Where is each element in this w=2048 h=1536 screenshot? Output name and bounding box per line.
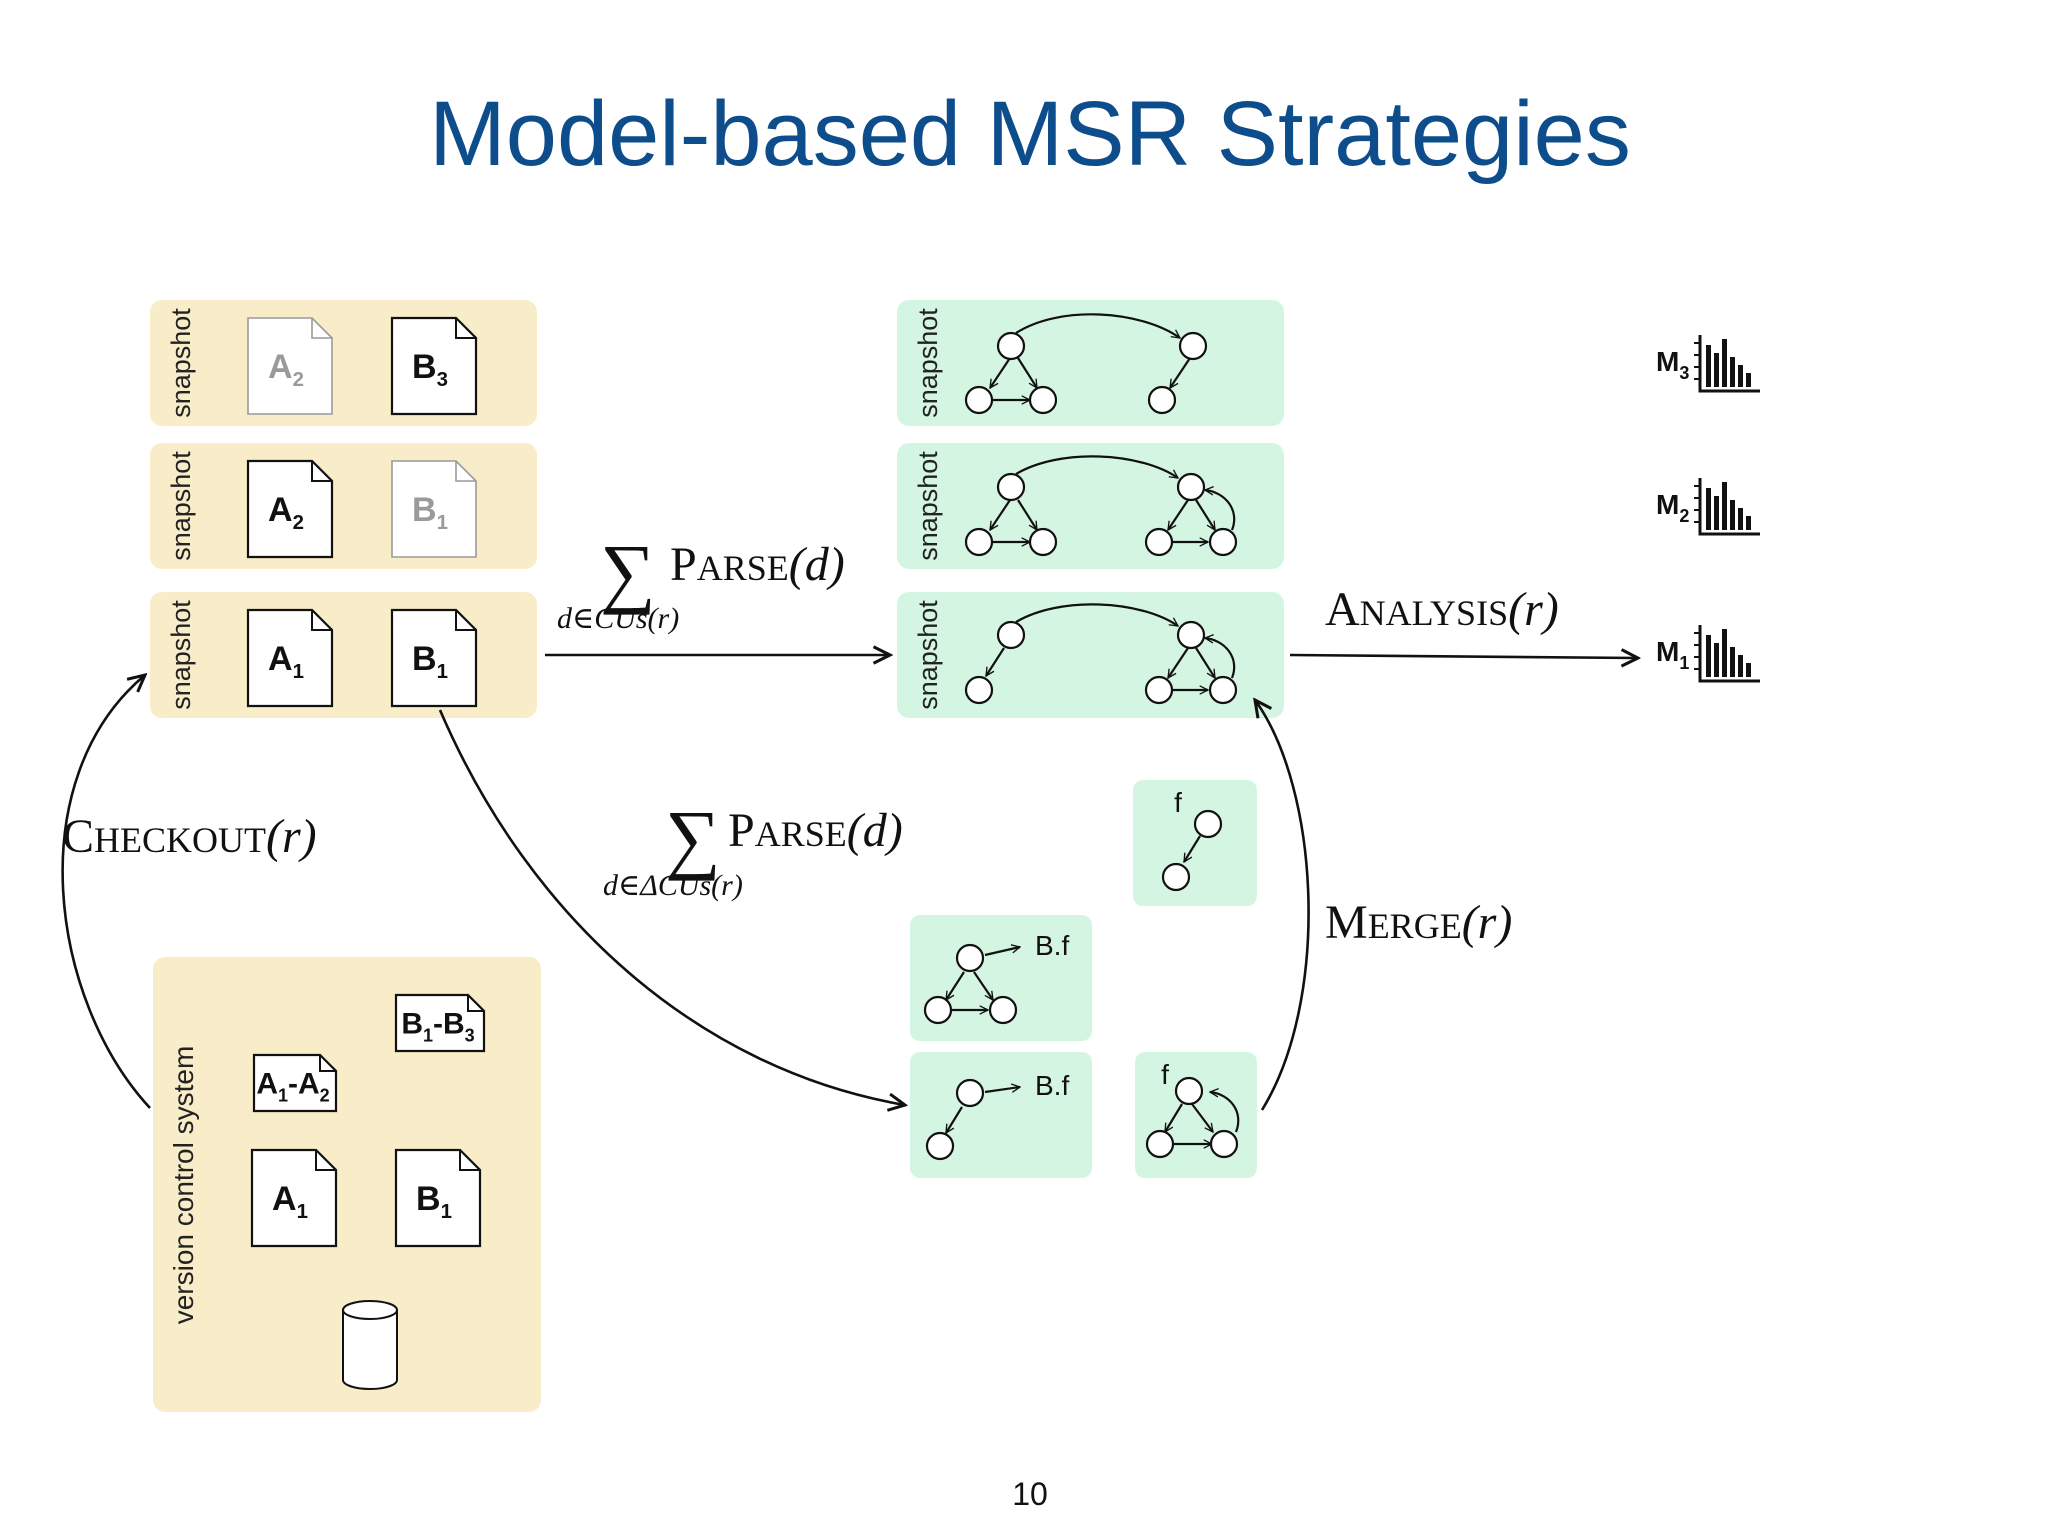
file-label: B1 (412, 491, 448, 534)
vcs-panel: version control system (153, 957, 541, 1412)
sum-symbol: ∑ (665, 794, 721, 881)
fragment-label-bf: B.f (1035, 1070, 1069, 1101)
sum-symbol: ∑ (600, 528, 656, 615)
graph-icon (1161, 809, 1223, 892)
snapshot-label: snapshot (166, 600, 196, 710)
checkout-arrow (61, 675, 151, 1109)
graph-icon (964, 603, 1238, 705)
fragment-label-f: f (1174, 787, 1182, 818)
snapshot-label: snapshot (166, 451, 196, 561)
fragment-panel-bf-top: B.f (910, 915, 1092, 1041)
graph-icon (964, 313, 1208, 415)
fragment-panel-f-top: f (1133, 780, 1257, 906)
file-label: B3 (412, 348, 448, 391)
snapshot-panel-1: snapshot (150, 592, 537, 718)
incremental-parse-arrow (438, 709, 905, 1105)
graph-icon (923, 943, 1020, 1025)
snapshot-label: snapshot (166, 308, 196, 418)
file-label: B1 (412, 640, 448, 683)
analysis-arrow (1289, 655, 1638, 658)
file-label: A1 (272, 1180, 308, 1223)
file-icon-b1: B1 (390, 608, 478, 708)
metric-label: M1 (1656, 636, 1689, 673)
file-label: A1-A2 (256, 1068, 329, 1106)
metric-label: M3 (1656, 346, 1689, 383)
file-icon-vcs-a1: A1 (250, 1148, 338, 1248)
file-icon-vcs-b1: B1 (394, 1148, 482, 1248)
file-label: A1 (268, 640, 304, 683)
incremental-parse-formula: ∑ PARSE(d) d∈ΔCUs(r) (603, 794, 903, 902)
fragment-panel-f-bottom: f (1135, 1052, 1257, 1178)
merge-arrow (1255, 700, 1310, 1111)
snapshot-label: snapshot (913, 308, 943, 418)
snapshot-panel-2: snapshot (150, 443, 537, 569)
metric-label: M2 (1656, 489, 1689, 526)
model-snapshot-panel-2: snapshot (897, 443, 1284, 569)
vcs-label: version control system (168, 1046, 199, 1325)
file-icon-a1: A1 (246, 608, 334, 708)
file-label: A2 (268, 491, 304, 534)
fragment-label-bf: B.f (1035, 930, 1069, 961)
fragment-label-f: f (1161, 1059, 1169, 1090)
graph-icon (964, 455, 1238, 557)
slide-title: Model-based MSR Strategies (429, 83, 1631, 185)
file-icon-a2-faded: A2 (247, 317, 333, 415)
metric-m2: M2 (1656, 478, 1760, 536)
bar-chart-icon (1694, 478, 1760, 536)
graph-icon (1145, 1076, 1240, 1159)
parse-delta-subscript: d∈ΔCUs(r) (603, 869, 743, 902)
parse-subscript: d∈CUs(r) (557, 602, 679, 635)
page-number: 10 (1012, 1476, 1048, 1512)
graph-icon (925, 1078, 1020, 1161)
file-icon-b3: B3 (390, 316, 478, 416)
snapshot-panel-3: snapshot (150, 300, 537, 426)
diff-icon-b1-b3: B1-B3 (394, 993, 486, 1053)
model-snapshot-panel-1: snapshot (897, 592, 1284, 718)
file-label: B1 (416, 1180, 452, 1223)
diff-icon-a1-a2: A1-A2 (252, 1053, 338, 1113)
bar-chart-icon (1694, 335, 1760, 393)
model-snapshot-panel-3: snapshot (897, 300, 1284, 426)
file-label: B1-B3 (401, 1008, 474, 1046)
metric-m3: M3 (1656, 335, 1760, 393)
parse-label: PARSE(d) (670, 538, 845, 591)
snapshot-label: snapshot (913, 600, 943, 710)
analysis-label: ANALYSIS(r) (1325, 583, 1559, 636)
fragment-panel-bf-bottom: B.f (910, 1052, 1092, 1178)
parse-delta-label: PARSE(d) (728, 804, 903, 857)
bar-chart-icon (1694, 625, 1760, 683)
metric-m1: M1 (1656, 625, 1760, 683)
snapshot-label: snapshot (913, 451, 943, 561)
file-icon-b1-faded: B1 (391, 460, 477, 558)
merge-label: MERGE(r) (1325, 896, 1512, 949)
database-icon (342, 1300, 398, 1390)
checkout-label: CHECKOUT(r) (62, 810, 317, 863)
file-label: A2 (268, 348, 304, 391)
file-icon-a2: A2 (246, 459, 334, 559)
parse-formula: ∑ PARSE(d) d∈CUs(r) (557, 528, 845, 635)
